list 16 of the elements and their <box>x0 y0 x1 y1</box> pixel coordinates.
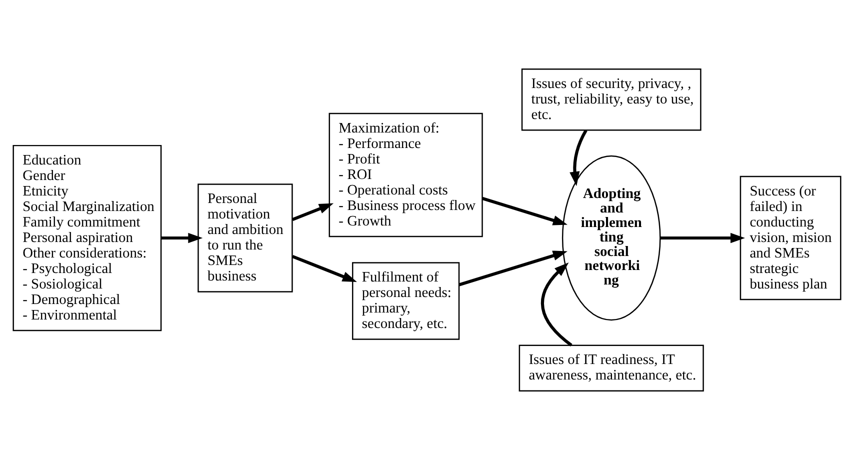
node-ellipse: Adopting and implemen ting social networki ng <box>562 154 661 320</box>
node-box: Fulfilment of personal needs: primary, secondary, etc. <box>352 262 460 340</box>
node-box: Maximization of: - Performance - Profit - ROI - Operational costs - Business process flow - Growth <box>328 112 483 237</box>
node-box: Personal motivation and ambition to run the SMEs business <box>198 183 293 292</box>
node-box: Issues of security, privacy, , trust, reliability, easy to use, etc. <box>521 68 702 130</box>
arrow <box>540 262 572 346</box>
node-box: Education Gender Etnicity Social Marginalization Family commitment Personal aspiration Other considerations: - Psychological - Sosiological - Demographical - Environmental <box>12 144 162 331</box>
arrow <box>292 202 334 221</box>
node-box: Issues of IT readiness, IT awareness, maintenance, etc. <box>518 344 704 391</box>
arrow <box>660 232 746 243</box>
arrow <box>292 254 357 282</box>
arrow <box>482 196 568 225</box>
node-box: Success (or failed) in conducting vision, mision and SMEs strategic business plan <box>740 175 842 300</box>
arrow <box>161 232 203 243</box>
arrow <box>458 250 568 286</box>
arrow <box>570 129 588 186</box>
